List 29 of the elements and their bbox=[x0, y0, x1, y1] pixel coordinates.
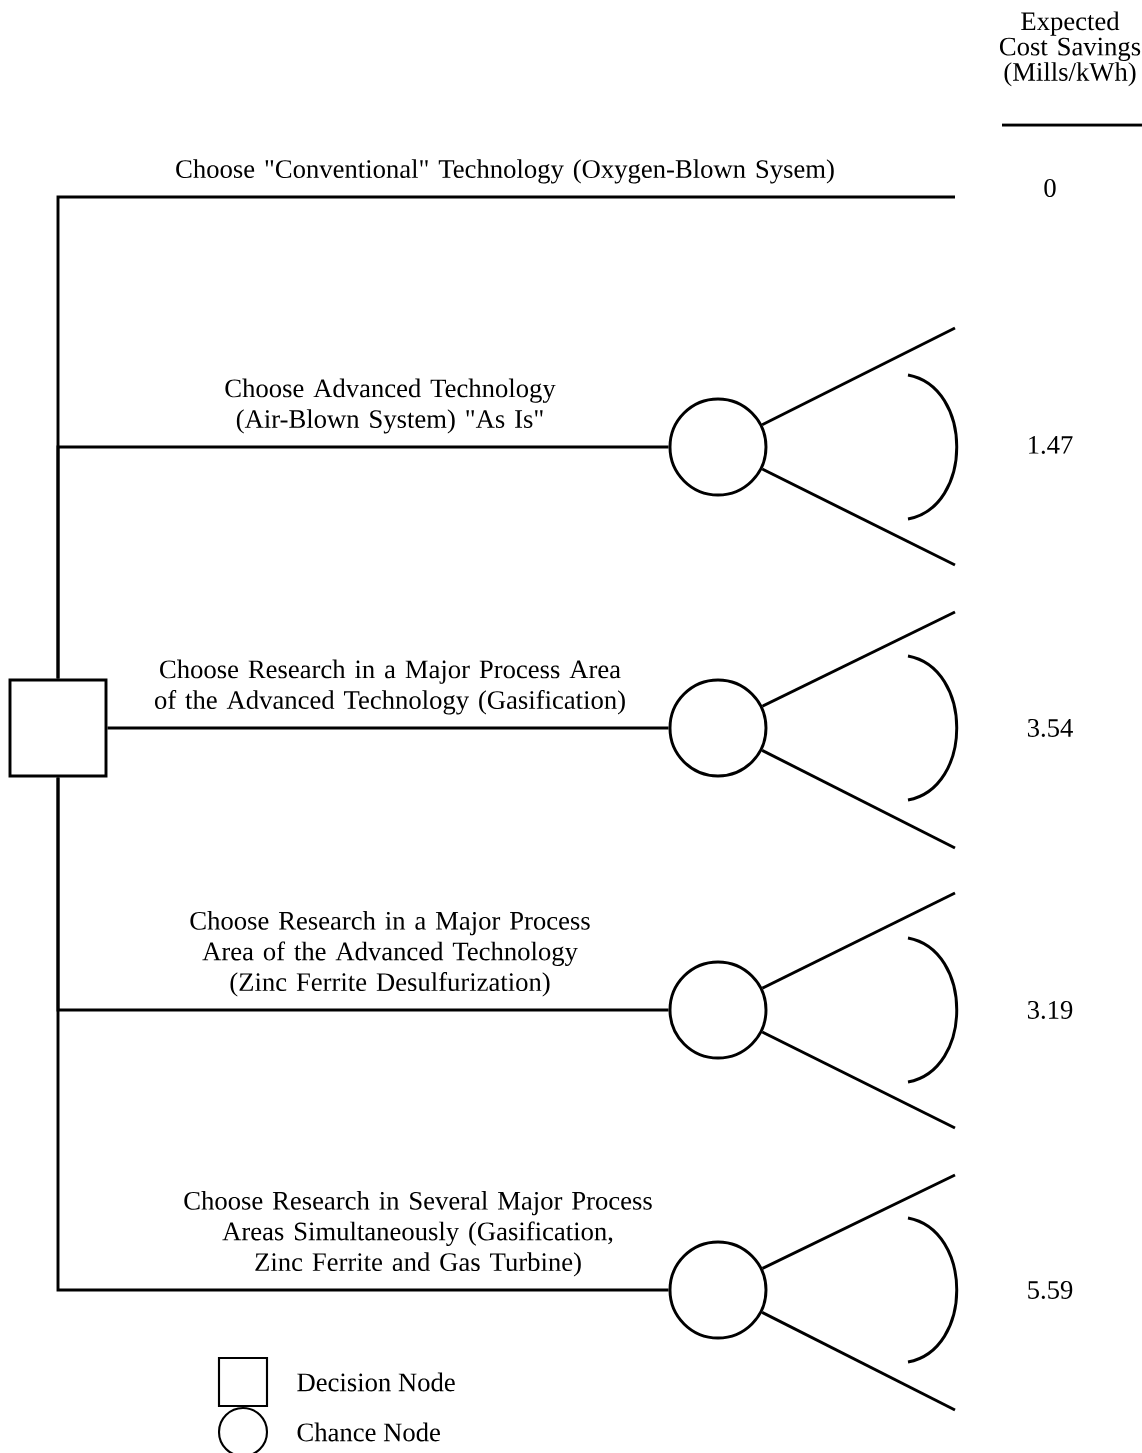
legend-text: Decision Node bbox=[297, 1372, 455, 1392]
branch-label: Choose "Conventional" Technology (Oxygen-Blown Sysem) bbox=[176, 159, 834, 184]
branch-line bbox=[56, 777, 669, 1292]
branch-line bbox=[761, 326, 956, 427]
branch-line bbox=[761, 1030, 956, 1130]
value-text: 3.54 bbox=[1027, 719, 1073, 738]
branch-line bbox=[761, 1311, 956, 1412]
branch-label: Choose Research in a Major Process Area of the Advanced Technology (Zinc Ferrite Desulfurization) bbox=[190, 911, 590, 997]
branch-line bbox=[107, 726, 669, 730]
branch-line bbox=[761, 1173, 956, 1270]
chance-circle bbox=[668, 1240, 768, 1340]
branch-label: Choose Research in a Major Process Area of the Advanced Technology (Gasification) bbox=[155, 659, 625, 715]
branch-label: Choose Research in Several Major Process Areas Simultaneously (Gasification, Zinc Ferrite and Gas Turbine) bbox=[184, 1191, 652, 1277]
value-text: 0 bbox=[1044, 179, 1056, 197]
branch-label: Choose Advanced Technology (Air-Blown System) "As Is" bbox=[225, 378, 556, 434]
value-text: 3.19 bbox=[1027, 1001, 1073, 1020]
branch-line bbox=[761, 610, 956, 708]
branch-line bbox=[761, 891, 956, 990]
branch-line bbox=[761, 749, 956, 850]
column-header: Expected Cost Savings (Mills/kWh) bbox=[999, 11, 1141, 87]
value-text: 5.59 bbox=[1028, 1281, 1073, 1299]
legend-text: Chance Node bbox=[297, 1422, 440, 1442]
decision-square bbox=[8, 678, 108, 778]
branch-line bbox=[56, 445, 669, 679]
chance-circle bbox=[668, 960, 768, 1060]
chance-circle bbox=[668, 397, 768, 497]
branch-line bbox=[761, 467, 956, 567]
value-text: 1.47 bbox=[1029, 436, 1073, 454]
chance-circle bbox=[668, 678, 768, 778]
